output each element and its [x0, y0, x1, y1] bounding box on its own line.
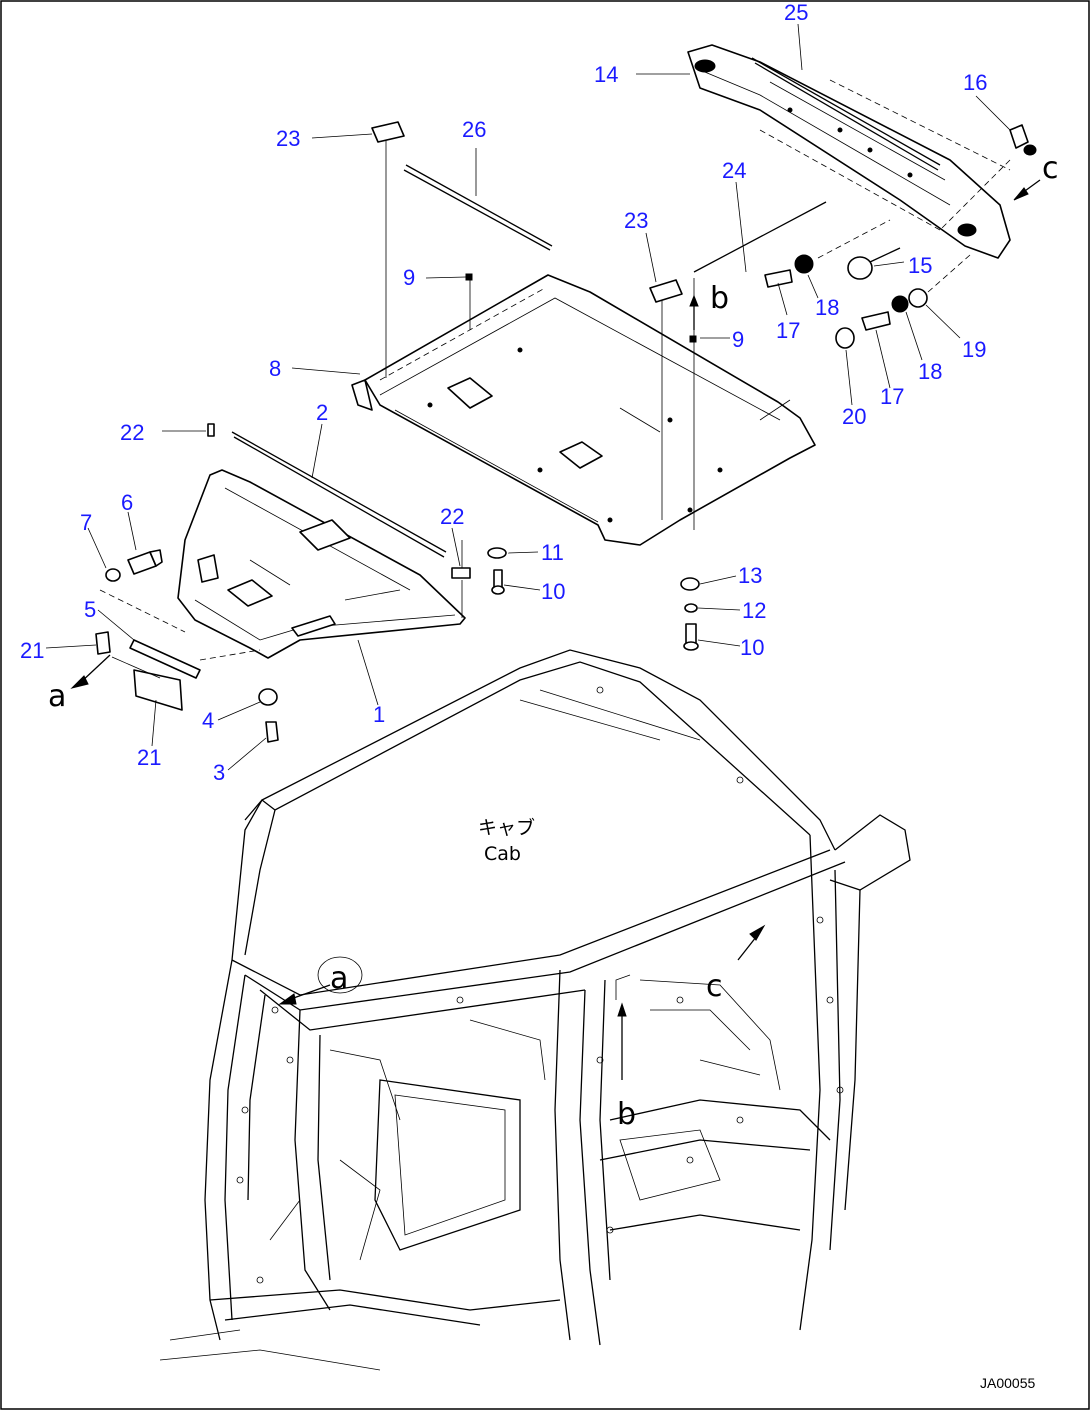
callout-23: 23: [624, 208, 648, 233]
view-letter-c-cab: c: [706, 969, 723, 1004]
washer-18a: [794, 254, 814, 274]
cab-frame: [159, 649, 911, 1371]
callout-12: 12: [742, 598, 766, 623]
callout-16: 16: [963, 70, 987, 95]
callout-26: 26: [462, 117, 486, 142]
callout-7: 7: [80, 510, 92, 535]
callout-9: 9: [732, 327, 744, 352]
left-fasteners: [70, 547, 700, 743]
pad-22b: [451, 567, 471, 579]
callout-5: 5: [84, 597, 96, 622]
washer-18b: [891, 295, 909, 313]
callout-18: 18: [815, 295, 839, 320]
strip-2: [231, 431, 447, 553]
clip-9a: [465, 273, 473, 281]
hinge-21a: [95, 631, 111, 655]
pad-23a: [371, 121, 405, 143]
hinge-21b: [133, 669, 183, 711]
callout-10: 10: [541, 579, 565, 604]
washer-4: [258, 688, 278, 706]
callout-9: 9: [403, 265, 415, 290]
frame-bolts: [236, 686, 844, 1284]
callout-22: 22: [440, 504, 464, 529]
callout-1: 1: [373, 702, 385, 727]
rear-cover-assembly: [687, 44, 1037, 259]
knob-15: [847, 256, 873, 280]
strip-24: [693, 201, 827, 273]
callout-labels: 25 14 16 23 26 24 23 15 9 18 17 9 19 8 1…: [20, 0, 987, 785]
pad-23b: [649, 279, 683, 303]
roof-liner-8: [351, 274, 816, 546]
cab-label-japanese: キャブ: [478, 816, 535, 839]
callout-6: 6: [121, 490, 133, 515]
callout-11: 11: [541, 540, 564, 565]
view-letters: a b c a b c: [48, 151, 1059, 1132]
seal-strip-25: [751, 57, 941, 166]
callout-10: 10: [740, 635, 764, 660]
callout-19: 19: [962, 337, 986, 362]
callout-2: 2: [316, 400, 328, 425]
callout-8: 8: [269, 356, 281, 381]
cap-20: [835, 327, 855, 349]
callout-20: 20: [842, 404, 866, 429]
view-letter-c: c: [1042, 151, 1059, 186]
front-cover-1: [177, 469, 466, 659]
washer-11: [487, 547, 507, 559]
view-letter-a-cab: a: [330, 961, 348, 996]
callout-18: 18: [918, 359, 942, 384]
callout-17: 17: [776, 318, 800, 343]
screw-3: [265, 721, 279, 743]
callout-21: 21: [137, 745, 161, 770]
cab-label-english: Cab: [484, 843, 521, 865]
nut-7: [105, 568, 121, 582]
view-letter-b: b: [710, 281, 729, 316]
view-letter-a: a: [48, 679, 66, 714]
callout-17: 17: [880, 384, 904, 409]
strip-26: [405, 164, 553, 247]
view-letter-b-cab: b: [617, 1097, 636, 1132]
leader-lines: [45, 23, 1011, 771]
callout-22: 22: [120, 420, 144, 445]
washer-19: [908, 288, 928, 308]
callout-21: 21: [20, 638, 44, 663]
pad-22a: [207, 423, 215, 437]
washer-13: [680, 577, 700, 591]
bolt-17a: [764, 269, 793, 288]
hinge-5: [129, 639, 201, 679]
callout-4: 4: [202, 708, 214, 733]
callout-3: 3: [213, 760, 225, 785]
callout-23: 23: [276, 126, 300, 151]
drawing-code: JA00055: [980, 1375, 1035, 1391]
view-arrows: [278, 179, 1041, 1080]
washer-12: [684, 603, 698, 613]
callout-13: 13: [738, 563, 762, 588]
clip-16: [1009, 124, 1029, 149]
callout-24: 24: [722, 158, 746, 183]
knob-fasteners: [764, 219, 971, 349]
bolt-17b: [861, 311, 891, 331]
callout-25: 25: [784, 0, 808, 25]
callout-15: 15: [908, 253, 932, 278]
clip-9b: [689, 335, 697, 343]
callout-14: 14: [594, 62, 618, 87]
